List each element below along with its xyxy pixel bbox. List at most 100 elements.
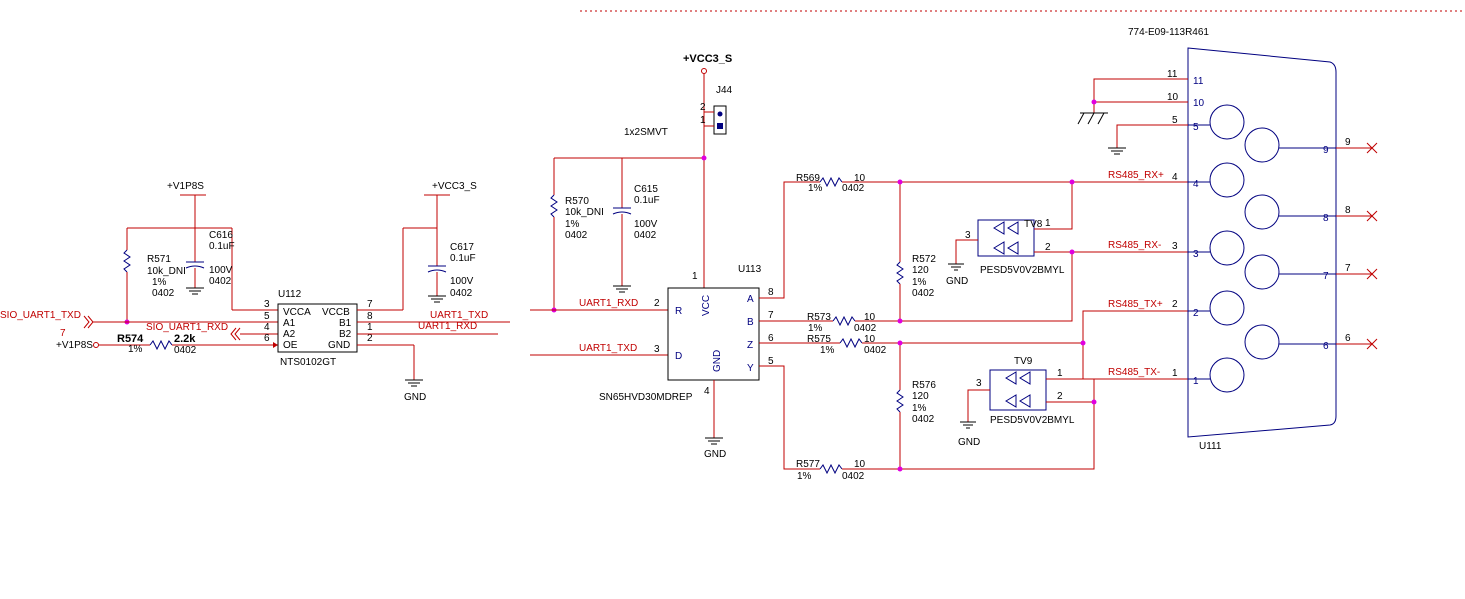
c616-pkg: 0402 <box>209 276 232 287</box>
j44-part: 1x2SMVT <box>624 127 668 138</box>
chassis-gnd-icon <box>1087 112 1095 125</box>
u112-pin-oe: OE <box>283 340 298 351</box>
r574-tol: 1% <box>128 344 143 355</box>
u113-pin-d: D <box>675 351 682 362</box>
offpage-arrow <box>234 327 241 341</box>
r575-pkg: 0402 <box>864 345 887 356</box>
tv9-part: PESD5V0V2BMYL <box>990 415 1075 426</box>
r570-ref: R570 <box>565 196 589 207</box>
r570-pkg: 0402 <box>565 230 588 241</box>
wire <box>1116 124 1188 148</box>
db9-pin-number: 11 <box>1193 76 1204 87</box>
db9-pin-6 <box>1244 324 1280 360</box>
u113-pinnum: 1 <box>692 271 698 282</box>
db9-pin-4 <box>1209 162 1245 198</box>
r573-value: 10 <box>864 312 876 323</box>
db9-pin-number: 4 <box>1193 179 1199 190</box>
net-label-tx-n: RS485_TX- <box>1108 367 1160 378</box>
r569-value: 10 <box>854 173 866 184</box>
wire <box>759 181 820 299</box>
r576-value: 120 <box>912 391 929 402</box>
diode <box>1019 371 1031 385</box>
chassis-gnd-icon <box>1077 112 1085 125</box>
net-label-uart-rxd-2: UART1_RXD <box>579 298 638 309</box>
r569-ref: R569 <box>796 173 820 184</box>
c617-pkg: 0402 <box>450 288 473 299</box>
u112-pin-vcca: VCCA <box>283 307 311 318</box>
connector-ref: U111 <box>1199 441 1222 452</box>
r571-pkg: 0402 <box>152 288 175 299</box>
net-label-uart-rxd: UART1_RXD <box>418 321 477 332</box>
tv9-section: TV9 1 2 3 PESD5V0V2BMYL GND <box>958 340 1188 448</box>
r573-pkg: 0402 <box>854 323 877 334</box>
gnd-label: GND <box>958 437 980 448</box>
wire <box>967 389 990 422</box>
r577-tol: 1% <box>797 471 812 482</box>
gnd-label: GND <box>946 276 968 287</box>
r575-value: 10 <box>864 334 876 345</box>
c615-volt: 100V <box>634 219 658 230</box>
pin-number: 3 <box>1172 241 1178 252</box>
u112-pinnum: 7 <box>367 299 373 310</box>
db9-pin-number: 1 <box>1193 376 1199 387</box>
net-label-uart-txd: UART1_TXD <box>430 310 488 321</box>
resistor-r573 <box>832 315 856 327</box>
r571-tol: 1% <box>152 277 167 288</box>
u113-ref: U113 <box>738 264 762 275</box>
net-label-rx-n: RS485_RX- <box>1108 240 1161 251</box>
db9-pin-number: 5 <box>1193 122 1199 133</box>
pin-number: 9 <box>1345 137 1351 148</box>
r572-value: 120 <box>912 265 929 276</box>
c615-value: 0.1uF <box>634 195 660 206</box>
u113-pinnum: 6 <box>768 333 774 344</box>
tv8-section: TV8 1 2 3 PESD5V0V2BMYL GND <box>946 179 1188 287</box>
r570-value: 10k_DNI <box>565 207 604 218</box>
gnd-label: GND <box>404 392 426 403</box>
capacitor-c615-plate <box>612 211 632 215</box>
db9-pin-8 <box>1244 194 1280 230</box>
r574-value: 2.2k <box>174 333 196 345</box>
u112-pin-a1: A1 <box>283 318 296 329</box>
resistor-r571 <box>123 249 131 273</box>
diode <box>1019 394 1031 408</box>
u112-pinnum: 2 <box>367 333 373 344</box>
r573-ref: R573 <box>807 312 831 323</box>
resistor-r575 <box>839 337 863 349</box>
u112-pinnum: 5 <box>264 311 270 322</box>
c615-pkg: 0402 <box>634 230 657 241</box>
net-label-sio-rxd: SIO_UART1_RXD <box>146 322 228 333</box>
tvs-tv9-body <box>989 369 1047 411</box>
u112-pin-gnd: GND <box>328 340 350 351</box>
gnd-label: GND <box>704 449 726 460</box>
r577-ref: R577 <box>796 459 820 470</box>
junction-dot <box>1091 399 1097 405</box>
u112-pinnum: 6 <box>264 333 270 344</box>
db9-pin-number: 6 <box>1323 341 1329 352</box>
u113-pin-a: A <box>747 294 754 305</box>
tv8-part: PESD5V0V2BMYL <box>980 265 1065 276</box>
u113-pin-z: Z <box>747 340 753 351</box>
db9-shell <box>1187 47 1337 438</box>
no-connect-icon <box>1366 210 1378 222</box>
r571-value: 10k_DNI <box>147 266 186 277</box>
j44-pin: 1 <box>700 115 706 126</box>
db9-pin-1 <box>1209 357 1245 393</box>
header-j44 <box>713 105 727 135</box>
resistor-r570 <box>550 194 558 218</box>
db9-pin-2 <box>1209 290 1245 326</box>
r572-ref: R572 <box>912 254 936 265</box>
j44-ref: J44 <box>716 85 733 96</box>
junction-dot <box>1069 249 1075 255</box>
u113-pin-r: R <box>675 306 682 317</box>
resistor-r569 <box>819 176 843 188</box>
c616-value: 0.1uF <box>209 241 235 252</box>
diode <box>1007 221 1019 235</box>
no-connect-icon <box>1366 268 1378 280</box>
pin-number: 7 <box>1345 263 1351 274</box>
power-port <box>701 68 707 74</box>
db9-pin-number: 2 <box>1193 308 1199 319</box>
diode <box>1007 241 1019 255</box>
no-connect-icon <box>1366 142 1378 154</box>
pin-number: 4 <box>1172 172 1178 183</box>
tv9-pin: 2 <box>1057 391 1063 402</box>
